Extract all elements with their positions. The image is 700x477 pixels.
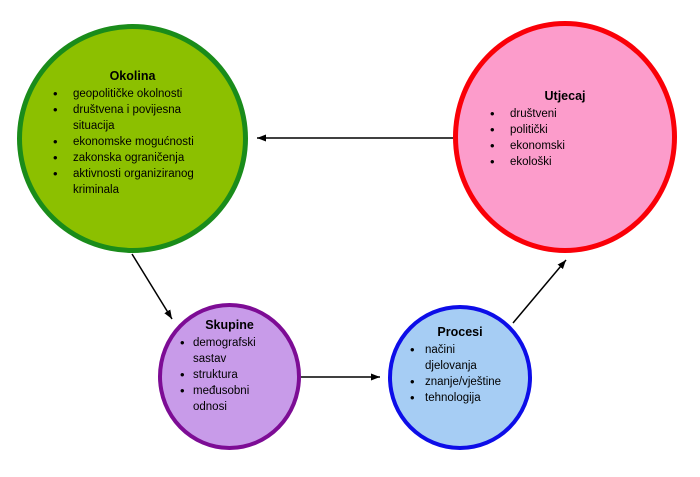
node-skupine: Skupine demografski sastav struktura međ… xyxy=(158,303,301,450)
list-item: ekonomske mogućnosti xyxy=(53,134,205,150)
node-okolina-items: geopolitičke okolnosti društvena i povij… xyxy=(53,86,205,198)
list-item: društvena i povijesna situacija xyxy=(53,102,205,134)
list-item: politički xyxy=(490,122,620,138)
list-item: društveni xyxy=(490,106,620,122)
node-procesi: Procesi načini djelovanja znanje/vještin… xyxy=(388,305,532,450)
list-item: ekonomski xyxy=(490,138,620,154)
list-item: međusobni odnosi xyxy=(180,383,258,415)
list-item: struktura xyxy=(180,367,258,383)
node-utjecaj-items: društveni politički ekonomski ekološki xyxy=(490,106,620,170)
node-skupine-items: demografski sastav struktura međusobni o… xyxy=(180,335,258,415)
node-okolina: Okolina geopolitičke okolnosti društvena… xyxy=(17,24,248,253)
node-procesi-items: načini djelovanja znanje/vještine tehnol… xyxy=(410,342,501,406)
arrow-okolina-to-skupine xyxy=(131,253,173,320)
list-item: aktivnosti organiziranog kriminala xyxy=(53,166,205,198)
node-utjecaj-title: Utjecaj xyxy=(544,89,586,103)
list-item: zakonska ograničenja xyxy=(53,150,205,166)
list-item: demografski sastav xyxy=(180,335,258,367)
node-okolina-title: Okolina xyxy=(109,69,156,83)
node-skupine-title: Skupine xyxy=(205,318,254,332)
list-item: ekološki xyxy=(490,154,620,170)
list-item: geopolitičke okolnosti xyxy=(53,86,205,102)
arrow-procesi-to-utjecaj xyxy=(512,259,567,324)
list-item: načini djelovanja xyxy=(410,342,486,374)
list-item: znanje/vještine xyxy=(410,374,501,390)
node-procesi-title: Procesi xyxy=(437,325,483,339)
node-utjecaj: Utjecaj društveni politički ekonomski ek… xyxy=(453,21,677,253)
list-item: tehnologija xyxy=(410,390,486,406)
